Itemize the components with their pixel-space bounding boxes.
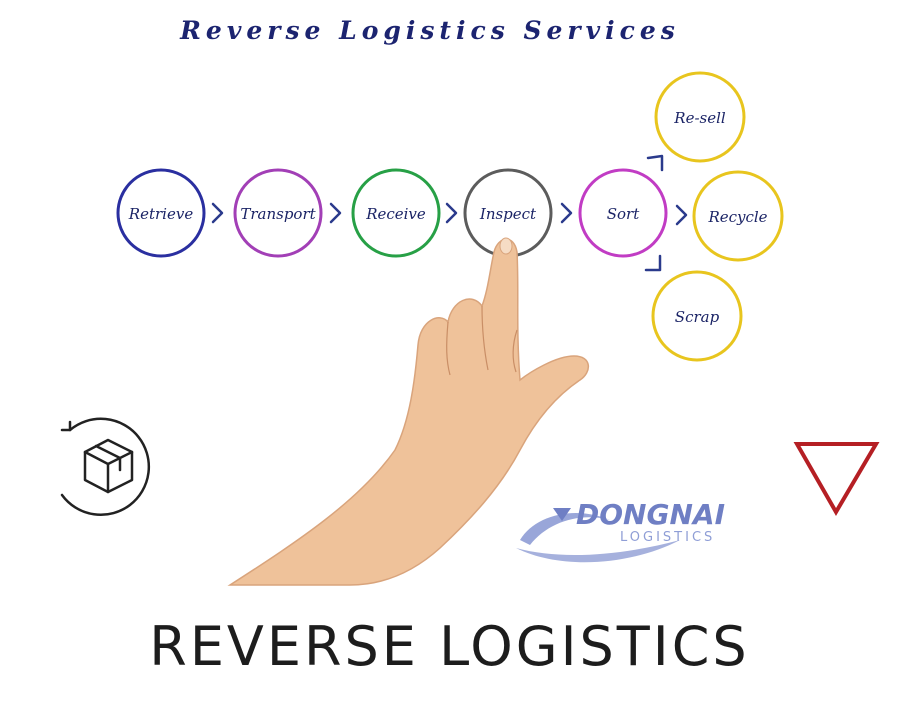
arrow-4-icon — [560, 202, 573, 224]
outcome-recycle-label: Recycle — [707, 208, 767, 226]
outcome-scrap-circle — [651, 270, 743, 362]
step-transport-label: Transport — [240, 205, 316, 223]
brand-name: DONGNAI — [576, 498, 725, 531]
arrow-2-icon — [329, 202, 342, 224]
arrow-up-icon — [646, 154, 664, 172]
step-retrieve-circle — [116, 168, 206, 258]
step-sort: Sort — [578, 168, 668, 258]
outcome-resell: Re-sell — [654, 71, 746, 163]
step-inspect-label: Inspect — [479, 205, 537, 223]
outcome-recycle-circle — [692, 170, 784, 262]
pointing-hand — [227, 237, 589, 586]
diagram-title: Reverse Logistics Services — [180, 16, 680, 45]
outcome-recycle: Recycle — [692, 170, 784, 262]
outcome-resell-circle — [654, 71, 746, 163]
footer-heading: REVERSE LOGISTICS — [149, 615, 750, 678]
dongnai-logo-icon: DONGNAI LOGISTICS — [516, 498, 725, 563]
step-transport: Transport — [233, 168, 323, 258]
arrow-down-icon — [644, 254, 662, 272]
outcome-resell-label: Re-sell — [673, 109, 726, 127]
arrow-1-icon — [211, 202, 224, 224]
step-sort-label: Sort — [607, 205, 640, 223]
step-receive-label: Receive — [365, 205, 426, 223]
step-retrieve: Retrieve — [116, 168, 206, 258]
step-sort-circle — [578, 168, 668, 258]
arrow-5-icon — [675, 204, 688, 226]
outcome-scrap-label: Scrap — [675, 308, 720, 326]
arrow-3-icon — [445, 202, 458, 224]
brand-sub: LOGISTICS — [620, 530, 715, 545]
step-receive: Receive — [351, 168, 441, 258]
outcome-scrap: Scrap — [651, 270, 743, 362]
return-box-icon — [60, 417, 151, 517]
step-receive-circle — [351, 168, 441, 258]
step-retrieve-label: Retrieve — [128, 205, 194, 223]
down-triangle-icon — [793, 442, 880, 516]
step-transport-circle — [233, 168, 323, 258]
